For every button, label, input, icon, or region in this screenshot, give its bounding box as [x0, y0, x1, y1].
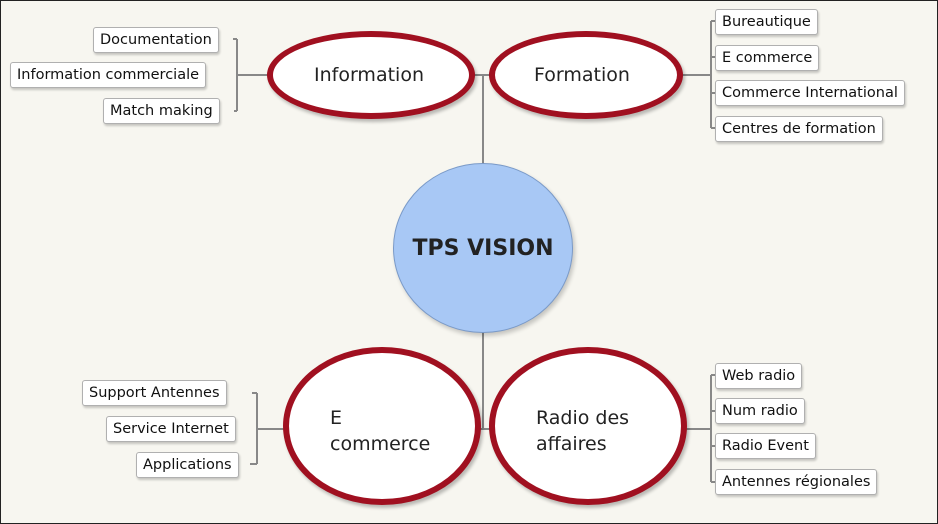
- topic-e-commerce-label-line2: commerce: [330, 433, 431, 455]
- topic-formation[interactable]: Formation: [489, 31, 683, 119]
- topic-radio-label-line1: Radio des: [536, 407, 630, 429]
- leaf-e-commerce-formation[interactable]: E commerce: [715, 45, 820, 71]
- leaf-bureautique[interactable]: Bureautique: [715, 9, 818, 35]
- central-topic-tps-vision[interactable]: TPS VISION: [393, 163, 573, 333]
- leaf-match-making[interactable]: Match making: [103, 98, 220, 124]
- topic-formation-label: Formation: [534, 64, 630, 86]
- leaf-antennes-regionales[interactable]: Antennes régionales: [715, 469, 878, 495]
- topic-information[interactable]: Information: [267, 31, 475, 119]
- leaf-support-antennes[interactable]: Support Antennes: [82, 380, 227, 406]
- topic-e-commerce[interactable]: E commerce: [283, 347, 481, 505]
- leaf-applications[interactable]: Applications: [136, 452, 239, 478]
- leaf-service-internet[interactable]: Service Internet: [106, 416, 236, 442]
- leaf-num-radio[interactable]: Num radio: [715, 398, 805, 424]
- leaf-centres-de-formation[interactable]: Centres de formation: [715, 116, 883, 142]
- topic-information-label: Information: [314, 64, 424, 86]
- central-topic-label: TPS VISION: [412, 235, 554, 261]
- topic-radio-label-line2: affaires: [536, 433, 607, 455]
- topic-radio-des-affaires[interactable]: Radio des affaires: [489, 347, 687, 505]
- leaf-radio-event[interactable]: Radio Event: [715, 433, 816, 459]
- topic-e-commerce-label-line1: E: [330, 407, 343, 429]
- leaf-documentation[interactable]: Documentation: [93, 27, 219, 53]
- leaf-commerce-international[interactable]: Commerce International: [715, 80, 905, 106]
- leaf-web-radio[interactable]: Web radio: [715, 363, 803, 389]
- leaf-information-commerciale[interactable]: Information commerciale: [10, 62, 207, 88]
